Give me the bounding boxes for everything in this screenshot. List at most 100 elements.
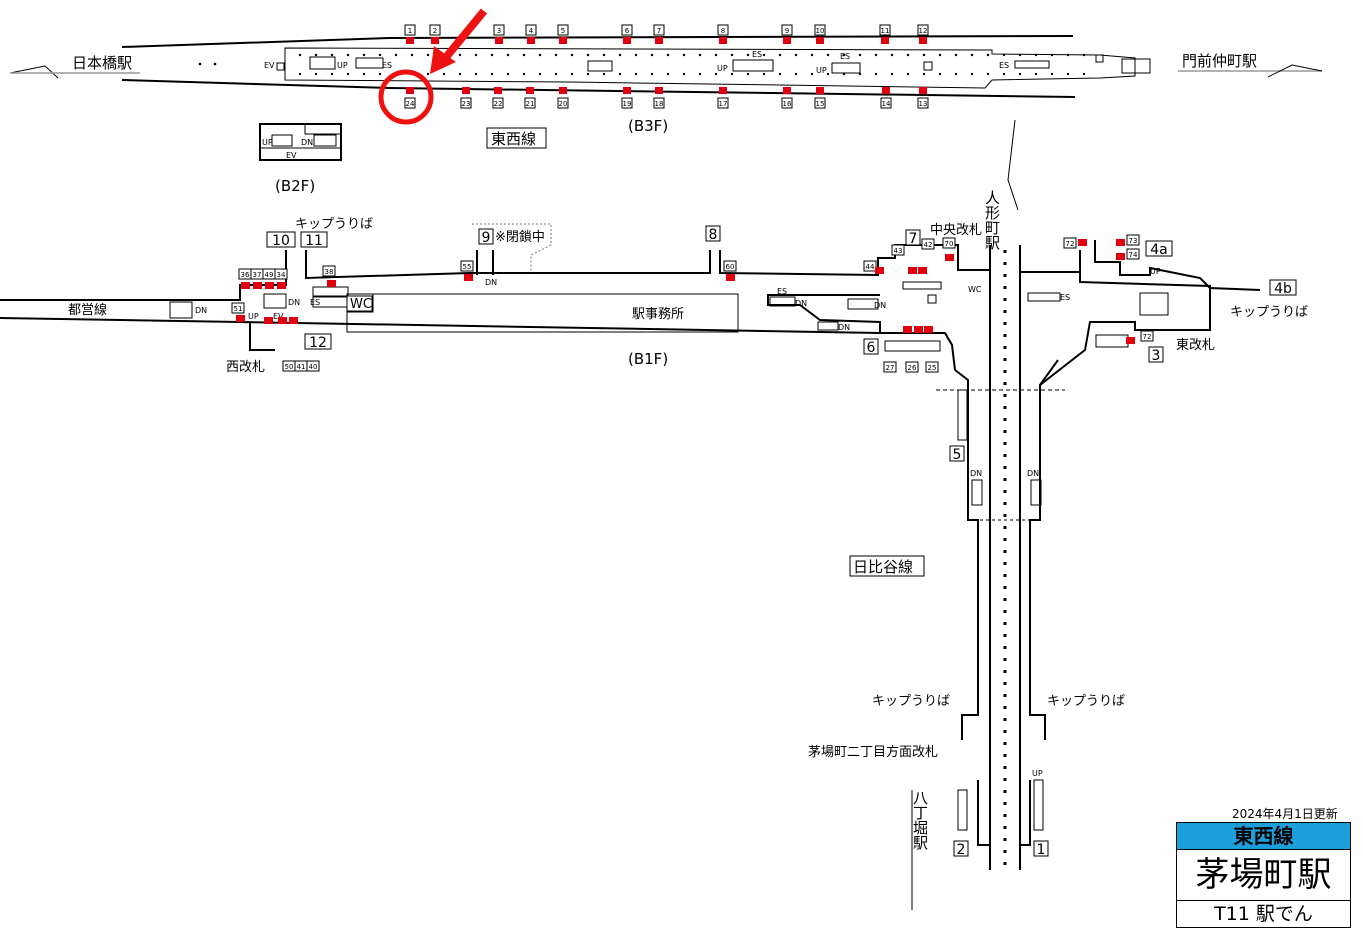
updated-date: 2024年4月1日更新 bbox=[1232, 807, 1338, 821]
pillar-dot bbox=[314, 53, 318, 57]
exit-10-label[interactable]: 10 bbox=[272, 233, 290, 249]
exit-3-label[interactable]: 3 bbox=[1152, 348, 1161, 364]
car-position-label-box bbox=[621, 97, 633, 109]
nihombashi-station-label: 日本橋駅 bbox=[72, 54, 132, 72]
elevator-marker bbox=[1116, 239, 1125, 246]
elevator-marker bbox=[924, 326, 933, 333]
car-position-label: 3 bbox=[497, 27, 501, 35]
car-position-label: 13 bbox=[919, 100, 928, 108]
wc-central-label: WC bbox=[968, 285, 982, 294]
pillar-dot bbox=[474, 72, 478, 76]
pillar-dot bbox=[730, 53, 734, 57]
pillar-dot bbox=[213, 62, 217, 66]
pillar-dot bbox=[1082, 72, 1086, 76]
b3f-es-tag-2: ES bbox=[752, 50, 762, 59]
b1f-ev-tag-w: EV bbox=[273, 312, 284, 321]
elevator-number-label: 74 bbox=[1129, 251, 1138, 259]
pillar-dot bbox=[874, 72, 878, 76]
b3f-es-tag-3: ES bbox=[840, 52, 850, 61]
pillar-dot bbox=[634, 53, 638, 57]
car-position-label-box bbox=[404, 97, 416, 109]
car-position-marker bbox=[783, 87, 791, 94]
pillar-dot bbox=[362, 53, 366, 57]
pillar-dot bbox=[762, 72, 766, 76]
pillar-dot bbox=[298, 53, 302, 57]
exit-12-label[interactable]: 12 bbox=[309, 335, 327, 351]
b3f-up-tag-2: UP bbox=[717, 64, 728, 73]
exit-1-label[interactable]: 1 bbox=[1037, 842, 1046, 858]
exit-4b-label[interactable]: 4b bbox=[1274, 281, 1292, 297]
exit-4a-label[interactable]: 4a bbox=[1150, 242, 1168, 258]
car-position-marker bbox=[527, 37, 535, 44]
car-position-marker bbox=[783, 37, 791, 44]
elevator-number-label: 51 bbox=[234, 305, 243, 313]
car-position-marker bbox=[919, 87, 927, 94]
hibiya-up-tag-e: UP bbox=[1032, 769, 1043, 778]
hibiya-platform: DN DN UP 日比谷線 キップうりば キップうりば 茅場町二丁目方面改札 人… bbox=[808, 119, 1125, 910]
elevator-number-label: 72 bbox=[1143, 333, 1152, 341]
pillar-dot bbox=[538, 53, 542, 57]
elevator-marker bbox=[278, 317, 287, 324]
exit-10-box bbox=[266, 231, 296, 248]
pillar-dot bbox=[1034, 72, 1038, 76]
car-position-label-box bbox=[717, 97, 729, 109]
elevator-number-label: 34 bbox=[277, 271, 286, 279]
exit-7-label[interactable]: 7 bbox=[909, 231, 918, 247]
car-position-label: 6 bbox=[625, 27, 630, 35]
pillar-dot bbox=[890, 72, 894, 76]
car-position-label: 24 bbox=[406, 100, 415, 108]
car-position-label: 21 bbox=[526, 100, 535, 108]
pillar-dot bbox=[906, 53, 910, 57]
pillar-dot bbox=[938, 72, 942, 76]
pillar-dot bbox=[314, 72, 318, 76]
exit-5-label[interactable]: 5 bbox=[953, 447, 962, 463]
elevator-marker bbox=[289, 317, 298, 324]
east-gate-label: 東改札 bbox=[1176, 337, 1215, 353]
pillar-dot bbox=[1082, 53, 1086, 57]
pillar-dot bbox=[938, 53, 942, 57]
station-badge: 東西線 茅場町駅 T11 駅でん bbox=[1176, 822, 1351, 928]
hatchobori-station-label: 八丁堀駅 bbox=[911, 790, 929, 850]
pillar-dot bbox=[1050, 72, 1054, 76]
pillar-dot bbox=[458, 53, 462, 57]
exit-9-label[interactable]: 9 bbox=[482, 230, 491, 246]
elevator-number-label-box bbox=[883, 361, 897, 373]
exit-6-label[interactable]: 6 bbox=[867, 340, 876, 356]
exit-2-label[interactable]: 2 bbox=[957, 842, 966, 858]
exit-8-label[interactable]: 8 bbox=[709, 227, 718, 243]
elevator-number-label-box bbox=[921, 238, 935, 250]
pillar-dot bbox=[986, 72, 990, 76]
pillar-dot bbox=[746, 53, 750, 57]
pillar-dot bbox=[1050, 53, 1054, 57]
elevator-marker bbox=[264, 317, 273, 324]
pillar-dot bbox=[618, 72, 622, 76]
pillar-dot bbox=[602, 53, 606, 57]
exit-11-label[interactable]: 11 bbox=[305, 233, 323, 249]
b3f-up-tag: UP bbox=[337, 61, 348, 70]
elevator-number-label: 27 bbox=[886, 364, 895, 372]
b3f-es-tag: ES bbox=[382, 61, 392, 70]
car-position-label-box bbox=[653, 24, 665, 36]
car-position-marker bbox=[559, 87, 567, 94]
pillar-dot bbox=[570, 53, 574, 57]
pillar-dot bbox=[906, 72, 910, 76]
exit-4a-box bbox=[1145, 240, 1173, 257]
car-position-label-box bbox=[493, 24, 505, 36]
car-position-label: 11 bbox=[881, 27, 890, 35]
highlight-arrow bbox=[430, 8, 488, 74]
pillar-dot bbox=[346, 72, 350, 76]
pillar-dot bbox=[698, 72, 702, 76]
car-position-marker bbox=[526, 87, 534, 94]
exit-12-box bbox=[304, 333, 332, 350]
b1f-floor-label: (B1F) bbox=[628, 350, 668, 368]
badge-station: 茅場町駅 bbox=[1177, 850, 1350, 901]
car-position-marker bbox=[882, 87, 890, 94]
elevator-number-label: 41 bbox=[297, 363, 306, 371]
pillar-dot bbox=[522, 72, 526, 76]
elevator-number-label-box bbox=[891, 244, 905, 256]
car-position-marker bbox=[431, 37, 439, 44]
elevator-number-label: 73 bbox=[1129, 237, 1138, 245]
car-position-label-box bbox=[814, 24, 826, 36]
elevator-marker bbox=[253, 282, 262, 289]
